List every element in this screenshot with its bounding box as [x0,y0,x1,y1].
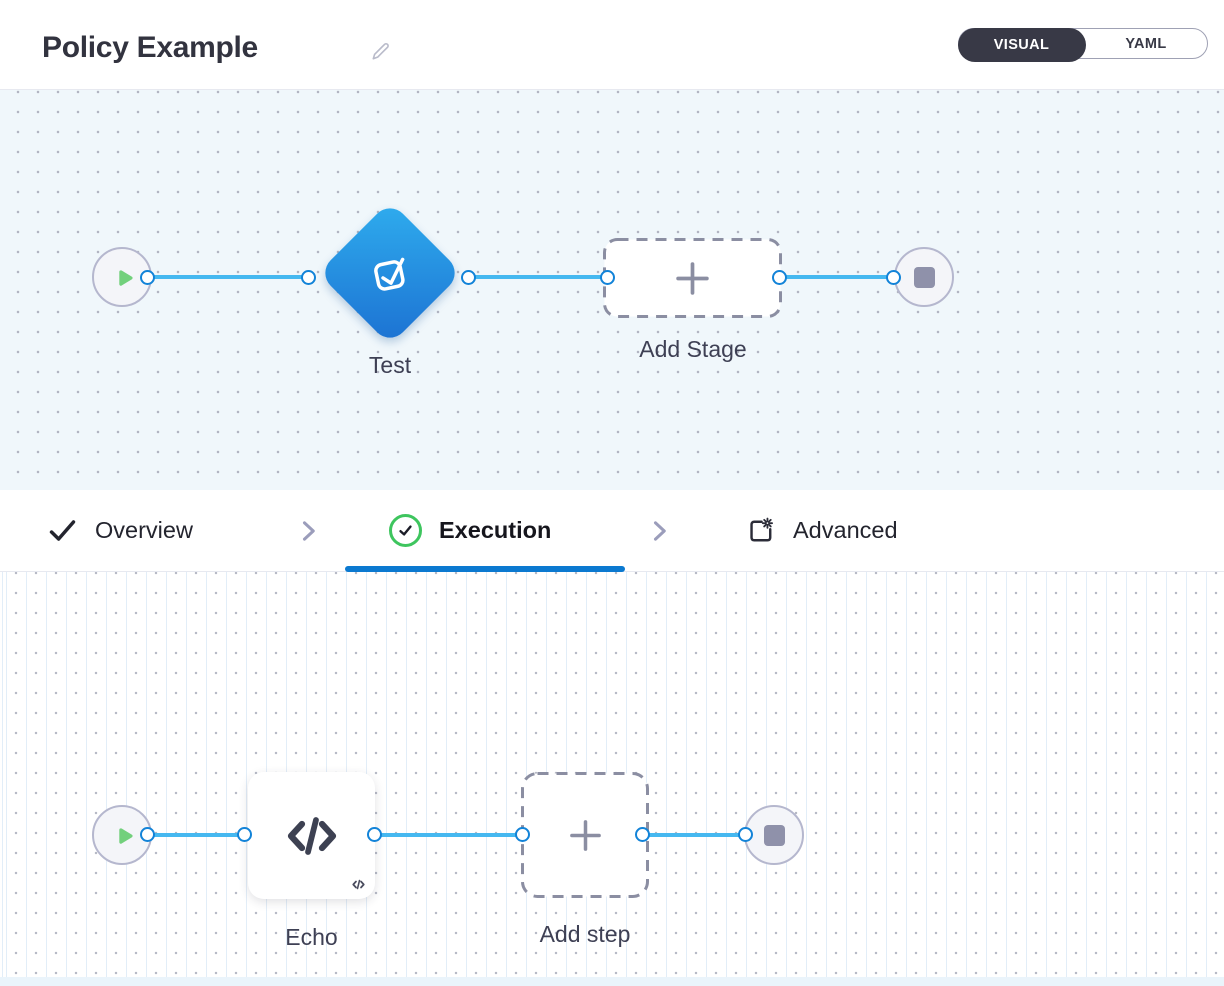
add-stage-button[interactable] [603,238,782,318]
connector-port[interactable] [367,827,382,842]
tab-execution[interactable]: Execution [389,490,551,571]
toggle-visual-button[interactable]: VISUAL [957,27,1086,62]
code-icon [351,877,366,892]
plus-icon [603,238,782,318]
tab-execution-label: Execution [439,517,552,543]
stage-config-tabbar: Overview Execution [0,490,1224,572]
stop-icon [913,266,935,288]
step-label: Echo [285,924,338,950]
connector-port[interactable] [772,270,787,285]
tab-advanced[interactable]: Advanced [746,490,898,571]
step-canvas[interactable]: Echo Add step [0,572,1224,986]
add-stage-label: Add Stage [639,336,747,362]
tab-overview[interactable]: Overview [47,490,193,571]
approval-check-icon [339,222,441,324]
stage-canvas[interactable]: Test Add Stage [0,90,1224,490]
connector-line [780,275,894,279]
play-icon [112,265,137,290]
stage-node-test[interactable] [317,200,463,346]
code-icon [282,806,342,866]
chevron-right-icon [645,517,673,545]
header: Policy Example VISUAL YAML [0,0,1224,90]
connector-port[interactable] [738,827,753,842]
connector-port[interactable] [886,270,901,285]
connector-port[interactable] [635,827,650,842]
execution-end-node [744,805,804,865]
execution-start-node [92,805,152,865]
view-mode-toggle: VISUAL YAML [957,27,1208,62]
page-title: Policy Example [42,31,258,64]
check-icon [47,515,78,546]
active-tab-underline [345,566,625,572]
connector-port[interactable] [140,827,155,842]
edit-title-button[interactable] [367,38,393,64]
pencil-icon [369,40,392,63]
connector-port[interactable] [600,270,615,285]
connector-line [148,833,245,837]
connector-port[interactable] [301,270,316,285]
pipeline-end-node [894,247,954,307]
connector-port[interactable] [515,827,530,842]
connector-line [469,275,608,279]
connector-port[interactable] [461,270,476,285]
canvas-bottom-strip [0,977,1224,986]
step-node-echo[interactable] [248,772,375,899]
plus-icon [521,772,649,898]
success-circle-icon [389,514,422,547]
connector-line [148,275,309,279]
connector-port[interactable] [237,827,252,842]
stop-icon [763,824,785,846]
stage-label: Test [368,352,412,378]
panel-gear-icon [746,516,776,546]
connector-line [375,833,523,837]
play-icon [112,823,137,848]
chevron-right-icon [294,517,322,545]
connector-port[interactable] [140,270,155,285]
add-step-button[interactable] [521,772,649,898]
connector-line [643,833,746,837]
tab-overview-label: Overview [95,517,193,543]
add-step-label: Add step [539,921,631,947]
tab-advanced-label: Advanced [793,517,898,543]
toggle-yaml-button[interactable]: YAML [1125,35,1167,52]
